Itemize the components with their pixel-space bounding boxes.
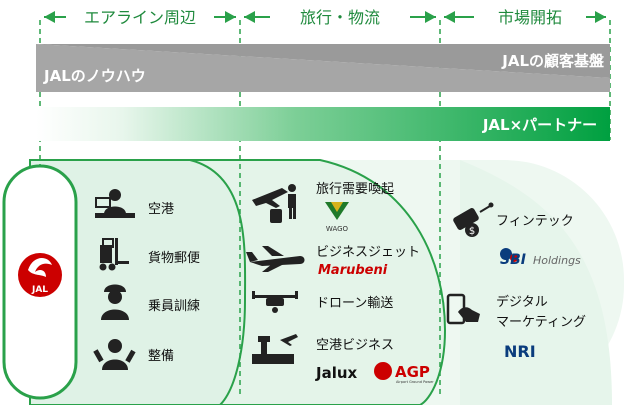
market-item-label-line1: デジタル	[496, 294, 548, 310]
knowhow-band: JALのノウハウ	[36, 44, 610, 92]
airport-building-icon	[252, 334, 298, 364]
market-item-label: フィンテック	[496, 214, 574, 229]
marubeni-logo-text: Marubeni	[318, 263, 388, 278]
jal-logo-text: JAL	[31, 285, 48, 295]
category-market-label: 市場開拓	[498, 8, 562, 27]
travel-item-label: ビジネスジェット	[316, 245, 420, 260]
jal-center: JAL	[2, 164, 78, 400]
partner-band: JAL×パートナー	[36, 107, 610, 141]
sbi-logo: SBI Holdings	[500, 248, 581, 268]
fintech-icon: $	[453, 202, 494, 237]
category-airline: エアライン周辺	[44, 4, 236, 31]
category-market: 市場開拓	[444, 4, 606, 31]
jalux-logo: Jalux	[315, 364, 358, 382]
category-travel: 旅行・物流	[244, 4, 436, 31]
marubeni-logo: Marubeni	[318, 263, 388, 278]
market-item-label-line2: マーケティング	[496, 315, 586, 330]
jalux-logo-text: Jalux	[315, 364, 358, 382]
customer-base-band: JALの顧客基盤	[36, 44, 610, 78]
forklift-icon	[99, 238, 129, 271]
market-items: $ フィンテック SBI Holdings デジタル マーケティング NRI	[446, 202, 586, 361]
jal-logo: JAL	[18, 253, 62, 297]
nri-logo: NRI	[504, 342, 536, 361]
mechanic-icon	[93, 339, 136, 370]
agp-logo: AGP Airport Ground Power	[374, 362, 434, 384]
digital-marketing-icon	[446, 293, 480, 325]
category-airline-label: エアライン周辺	[84, 8, 196, 27]
wago-logo-text: WAGO	[326, 225, 349, 233]
airline-item-label: 空港	[148, 202, 174, 217]
knowhow-label: JALのノウハウ	[43, 67, 146, 85]
sbi-logo-suffix: Holdings	[533, 254, 581, 267]
nri-logo-text: NRI	[504, 342, 536, 361]
customer-base-label: JALの顧客基盤	[501, 52, 605, 70]
travel-item-label: 旅行需要喚起	[316, 182, 394, 197]
travel-item-label: 空港ビジネス	[316, 338, 394, 353]
region-airline	[29, 159, 247, 405]
partner-label: JAL×パートナー	[482, 116, 597, 134]
wago-logo: WAGO	[325, 202, 349, 233]
business-jet-icon	[246, 246, 305, 272]
travel-item-label: ドローン輸送	[316, 296, 393, 311]
agp-logo-sub: Airport Ground Power	[396, 380, 434, 384]
category-travel-label: 旅行・物流	[300, 8, 380, 27]
drone-icon	[252, 291, 298, 313]
sbi-logo-text: SBI	[500, 252, 526, 268]
svg-text:$: $	[469, 226, 475, 237]
airline-items: 空港 貨物郵便 乗員訓練 整備	[93, 189, 200, 370]
airline-item-label: 整備	[148, 348, 174, 364]
airline-item-label: 貨物郵便	[148, 250, 200, 266]
agp-logo-text: AGP	[395, 363, 430, 381]
travel-items: 旅行需要喚起 WAGO ビジネスジェット Marubeni ドローン輸送	[246, 182, 434, 384]
airline-item-label: 乗員訓練	[148, 298, 200, 314]
travel-icon	[252, 184, 296, 223]
pilot-icon	[101, 284, 129, 320]
airport-staff-icon	[95, 189, 135, 218]
